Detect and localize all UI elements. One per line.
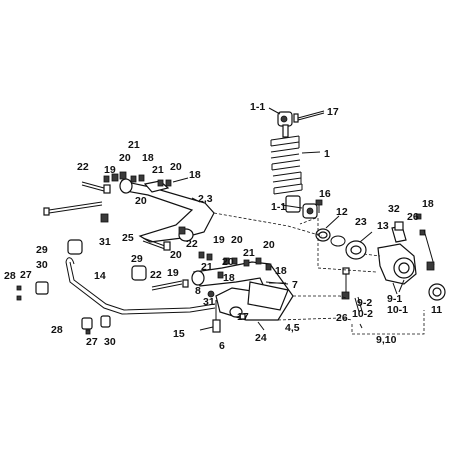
label-18-c: 18 (223, 272, 235, 284)
bushings-lower-arm (198, 251, 272, 279)
label-15: 15 (173, 328, 185, 340)
label-18-d: 18 (275, 265, 287, 277)
label-7: 7 (292, 279, 298, 291)
bolt-24 (257, 321, 265, 331)
label-22-b: 22 (186, 238, 198, 250)
snap-ring-23 (330, 235, 346, 247)
label-21-b: 21 (152, 164, 164, 176)
label-26-right: 26 (407, 211, 419, 223)
guide-lines (213, 212, 425, 335)
bolt-16 (315, 199, 323, 213)
label-10-1: 10-1 (387, 304, 408, 316)
label-20-e: 20 (263, 239, 275, 251)
label-31-upper: 31 (99, 236, 111, 248)
label-19-a: 19 (104, 164, 116, 176)
stabilizer-bushings (35, 239, 147, 330)
bolt-25 (142, 237, 171, 251)
label-6: 6 (219, 340, 225, 352)
label-21-a: 21 (128, 139, 140, 151)
label-28-b: 28 (51, 324, 63, 336)
stabilizer-bar (65, 257, 216, 315)
label-25: 25 (122, 232, 134, 244)
label-29-a: 29 (36, 244, 48, 256)
label-19-b: 19 (213, 234, 225, 246)
bolt-17-top (293, 110, 325, 123)
label-28-a: 28 (4, 270, 16, 282)
label-14: 14 (94, 270, 106, 282)
label-2-3: 2,3 (198, 193, 213, 205)
label-21-d: 21 (201, 261, 213, 273)
label-13: 13 (377, 220, 389, 232)
label-1: 1 (324, 148, 330, 160)
label-22-c: 22 (150, 269, 162, 281)
label-18-a: 18 (142, 152, 154, 164)
label-10-2: 10-2 (352, 308, 373, 320)
label-11: 11 (431, 304, 442, 316)
label-8: 8 (195, 285, 201, 297)
label-16: 16 (319, 188, 331, 200)
label-4-5: 4,5 (285, 322, 300, 334)
label-21-c: 21 (243, 247, 255, 259)
label-22-a: 22 (77, 161, 89, 173)
label-20-c: 20 (135, 195, 147, 207)
label-31-lower: 31 (203, 296, 215, 308)
label-1-1-mid: 1-1 (271, 201, 286, 213)
label-18-b: 18 (189, 169, 201, 181)
bushings-upper-arm (100, 171, 189, 235)
label-30-b: 30 (104, 336, 116, 348)
label-17-lower: 17 (237, 311, 249, 323)
tie-rod-end-8 (207, 290, 215, 298)
pins-9-10 (341, 267, 398, 313)
bolts-28 (16, 285, 91, 335)
label-20-g: 20 (222, 256, 234, 268)
shock-absorber (270, 111, 318, 219)
bolt-22-upper (81, 181, 111, 194)
label-19-c: 19 (167, 267, 179, 279)
label-9-10: 9,10 (376, 334, 397, 346)
steering-knuckle (377, 225, 417, 285)
leader-lines (191, 107, 405, 329)
label-20-a: 20 (119, 152, 131, 164)
label-24: 24 (255, 332, 267, 344)
label-30-a: 30 (36, 259, 48, 271)
bolt-17-lower (239, 313, 246, 320)
bolt-22-lower (151, 279, 189, 291)
bolt-long-upper-arm (43, 201, 103, 216)
stabilizer-link-6 (199, 300, 221, 333)
washer-32 (394, 221, 404, 231)
label-20-f: 20 (170, 249, 182, 261)
label-23: 23 (355, 216, 367, 228)
label-20-d: 20 (231, 234, 243, 246)
part-labels: 1-1 17 1 21 22 20 18 19 21 20 18 16 20 2… (4, 101, 442, 352)
bolt-18-26-right (415, 213, 435, 271)
upper-a-arm (119, 178, 215, 243)
label-26-lower: 26 (336, 312, 348, 324)
label-1-1-top: 1-1 (250, 101, 265, 113)
label-27-b: 27 (86, 336, 98, 348)
label-9-1: 9-1 (387, 293, 402, 305)
label-29-b: 29 (131, 253, 143, 265)
label-9-2: 9-2 (357, 297, 372, 309)
bearing-13 (345, 240, 367, 260)
label-12: 12 (336, 206, 348, 218)
label-18-right: 18 (422, 198, 434, 210)
seal-12 (315, 228, 331, 242)
seal-11 (428, 283, 446, 301)
label-32: 32 (388, 203, 400, 215)
label-27-a: 27 (20, 269, 32, 281)
label-17-top: 17 (327, 106, 339, 118)
label-20-b: 20 (170, 161, 182, 173)
